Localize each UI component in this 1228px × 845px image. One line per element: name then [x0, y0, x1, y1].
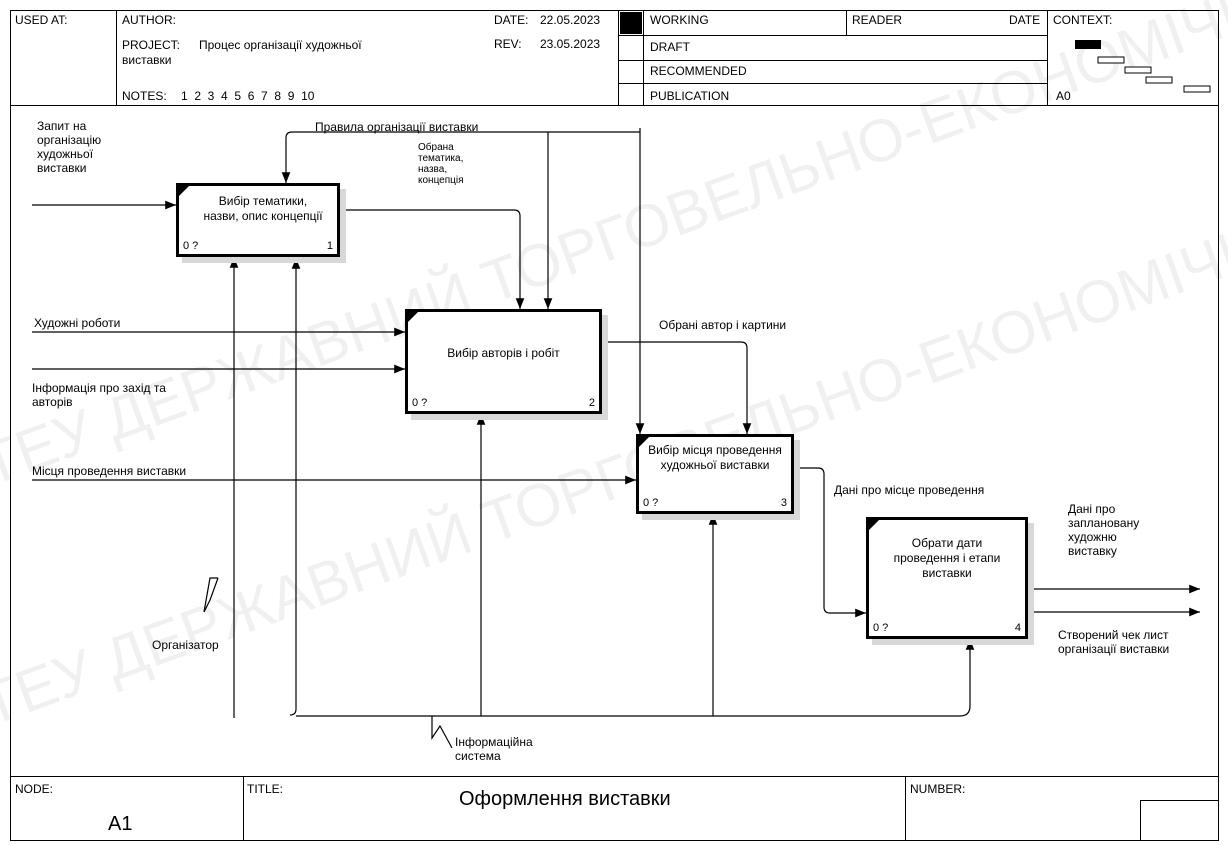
status-publication: PUBLICATION [650, 89, 729, 103]
activity-box-4[interactable]: Обрати дати проведення і етапи виставки … [866, 517, 1028, 639]
activity-number: 3 [781, 497, 787, 509]
label-planned-exhibition: Дані про заплановану художню виставку [1068, 502, 1168, 558]
activity-cost: 0 ? [183, 240, 198, 252]
activity-number: 4 [1015, 622, 1021, 634]
activity-box-3[interactable]: Вибір місця проведення художньої виставк… [636, 434, 794, 514]
label-organizer: Організатор [152, 638, 219, 652]
activity-cost: 0 ? [643, 497, 658, 509]
label-request: Запит на організацію художньої виставки [37, 119, 127, 175]
activity-number: 1 [327, 240, 333, 252]
activity-number: 2 [589, 397, 595, 409]
label-chosen-theme: Обрана тематика, назва, концепція [418, 142, 480, 186]
notes-label: NOTES: [122, 89, 167, 103]
activity-title: Обрати дати проведення і етапи виставки [879, 536, 1015, 581]
context-node: A0 [1056, 89, 1071, 103]
working-status-marker [620, 12, 642, 34]
activity-title: Вибір тематики, назви, опис концепції [203, 194, 323, 224]
date-label: DATE: [494, 13, 528, 27]
number-label: NUMBER: [910, 782, 965, 796]
reader-label: READER [852, 13, 902, 27]
status-working: WORKING [650, 13, 709, 27]
rev-label: REV: [494, 37, 522, 51]
box-corner [868, 519, 880, 531]
label-event-info: Інформація про захід та авторів [32, 381, 207, 409]
diagram-title: Оформлення виставки [459, 787, 671, 811]
label-chosen-authors: Обрані автор і картини [659, 318, 786, 332]
project-name-cont: виставки [122, 53, 171, 67]
context-boxes [1075, 40, 1210, 92]
label-venue-data: Дані про місце проведення [834, 483, 984, 497]
label-rules: Правила організації виставки [315, 120, 478, 134]
status-draft: DRAFT [650, 40, 690, 54]
node-label: NODE: [15, 782, 53, 796]
activity-cost: 0 ? [412, 397, 427, 409]
activity-box-1[interactable]: Вибір тематики, назви, опис концепції 0 … [176, 183, 340, 257]
box-corner [178, 185, 190, 197]
activity-title: Вибір місця проведення художньої виставк… [647, 443, 783, 473]
title-label: TITLE: [247, 782, 283, 796]
date2-label: DATE [1009, 13, 1040, 27]
activity-box-2[interactable]: Вибір авторів і робіт 0 ? 2 [405, 309, 602, 414]
rev-value: 23.05.2023 [540, 37, 600, 51]
author-label: AUTHOR: [122, 13, 176, 27]
label-artworks: Художні роботи [34, 316, 120, 330]
project-label: PROJECT: [122, 38, 180, 52]
box-corner [407, 311, 419, 323]
date-value: 22.05.2023 [540, 13, 600, 27]
label-checklist: Створений чек лист організації виставки [1058, 628, 1208, 656]
label-info-system: Інформаційна система [455, 735, 550, 763]
status-recommended: RECOMMENDED [650, 64, 747, 78]
used-at-label: USED AT: [15, 13, 67, 27]
notes-values: 1 2 3 4 5 6 7 8 9 10 [181, 89, 314, 103]
node-value: A1 [108, 812, 132, 836]
project-name: Процес організації художньої [199, 38, 362, 52]
label-venues: Місця проведення виставки [32, 464, 186, 478]
context-label: CONTEXT: [1053, 13, 1112, 27]
activity-cost: 0 ? [873, 622, 888, 634]
activity-title: Вибір авторів і робіт [412, 346, 595, 361]
